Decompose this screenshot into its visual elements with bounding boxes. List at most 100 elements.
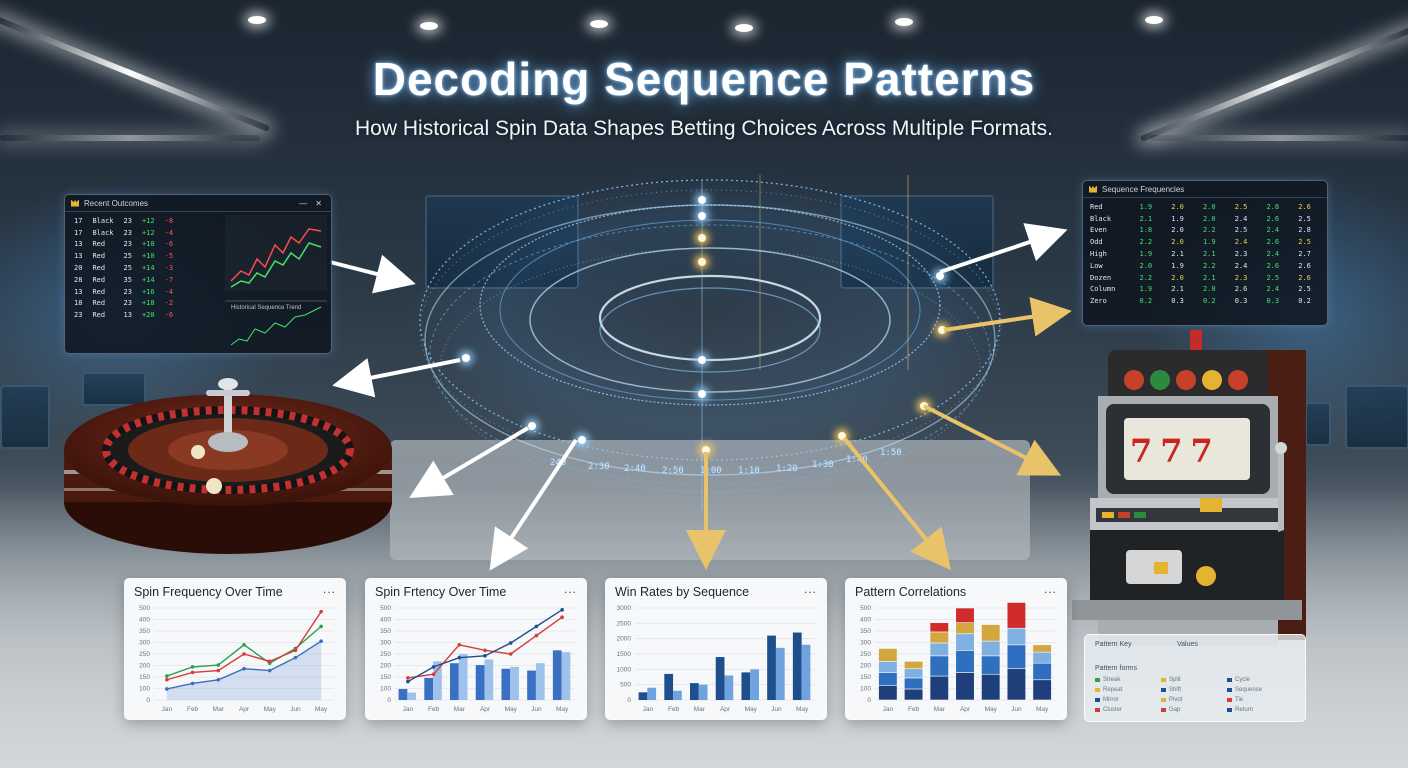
y-tick-label: 500 bbox=[860, 605, 871, 612]
table-cell: Dozen bbox=[1090, 273, 1112, 282]
ring-node bbox=[938, 326, 946, 334]
table-cell: 1.9 bbox=[1139, 202, 1153, 211]
ring-node bbox=[698, 390, 706, 398]
background-kiosk bbox=[1305, 402, 1331, 446]
y-tick-label: 500 bbox=[380, 605, 391, 612]
table-cell: -7 bbox=[164, 275, 174, 284]
chart-menu-icon[interactable]: ... bbox=[1043, 582, 1057, 596]
ring-number: 240 bbox=[550, 458, 567, 468]
x-tick-label: Jan bbox=[162, 706, 173, 713]
x-tick-label: Mar bbox=[454, 706, 466, 713]
legend-swatch bbox=[1095, 678, 1100, 682]
slot-reel-7: 7 bbox=[1160, 432, 1183, 470]
bar bbox=[792, 632, 802, 700]
background-kiosk bbox=[0, 385, 50, 449]
legend-head-left: Pattern Key bbox=[1095, 641, 1132, 648]
y-tick-label: 150 bbox=[139, 674, 150, 681]
table-cell: 2.5 bbox=[1298, 214, 1311, 223]
legend-item: Gap bbox=[1161, 707, 1180, 713]
bar bbox=[767, 635, 776, 700]
stacked-bar-segment bbox=[878, 661, 898, 673]
table-cell: 2.1 bbox=[1171, 285, 1184, 294]
stacked-bar-segment bbox=[1032, 644, 1052, 653]
chart-menu-icon[interactable]: ... bbox=[803, 582, 817, 596]
slot-reel-7: 7 bbox=[1190, 432, 1213, 470]
legend-label: Cluster bbox=[1103, 707, 1123, 713]
x-tick-label: Feb bbox=[428, 706, 440, 713]
ring-node bbox=[462, 354, 470, 362]
y-tick-label: 350 bbox=[139, 628, 150, 635]
chart-menu-icon[interactable]: ... bbox=[322, 582, 336, 596]
table-cell: 2.0 bbox=[1171, 273, 1184, 282]
legend-swatch bbox=[1095, 708, 1100, 712]
panel-header: Sequence Frequencies bbox=[1083, 181, 1327, 198]
table-cell: -6 bbox=[164, 240, 174, 249]
table-cell: Black bbox=[92, 216, 114, 225]
y-tick-label: 1500 bbox=[617, 651, 632, 658]
chart-menu-icon[interactable]: ... bbox=[563, 582, 577, 596]
y-tick-label: 350 bbox=[860, 628, 871, 635]
table-cell: 2.8 bbox=[1266, 202, 1280, 211]
table-cell: 2.0 bbox=[1202, 214, 1216, 223]
ceiling-light-left-2 bbox=[0, 135, 260, 141]
slot-reels: 7 7 7 bbox=[1130, 432, 1230, 470]
bar bbox=[801, 644, 811, 700]
table-cell: 0.2 bbox=[1298, 297, 1311, 306]
page-subtitle: How Historical Spin Data Shapes Betting … bbox=[355, 117, 1053, 140]
data-point bbox=[457, 643, 462, 647]
table-cell: 13 bbox=[74, 252, 83, 261]
table-cell: +10 bbox=[141, 240, 155, 249]
table-cell: +12 bbox=[141, 216, 155, 225]
stacked-bar-segment bbox=[1006, 668, 1026, 701]
table-cell: 2.0 bbox=[1202, 285, 1216, 294]
y-tick-label: 350 bbox=[380, 628, 391, 635]
legend-head-right: Values bbox=[1177, 641, 1198, 648]
data-point bbox=[267, 659, 272, 664]
stacked-bar-segment bbox=[981, 655, 1001, 675]
table-cell: 1.9 bbox=[1139, 250, 1153, 259]
y-tick-label: 300 bbox=[380, 640, 391, 647]
brand-logo-icon bbox=[71, 199, 79, 207]
table-cell: Red bbox=[92, 311, 106, 320]
chart-title: Win Rates by Sequence bbox=[615, 585, 750, 599]
spot-light bbox=[590, 20, 608, 28]
bar bbox=[673, 690, 682, 700]
x-tick-label: Jun bbox=[771, 706, 782, 713]
bar bbox=[552, 650, 562, 700]
table-cell: 2.2 bbox=[1202, 261, 1216, 270]
spot-light bbox=[1145, 16, 1163, 24]
y-tick-label: 400 bbox=[139, 617, 150, 624]
x-tick-label: May bbox=[1036, 706, 1049, 713]
data-point bbox=[319, 609, 323, 614]
stacked-bar-segment bbox=[955, 622, 975, 635]
stacked-bar-segment bbox=[1032, 651, 1052, 664]
table-cell: 23 bbox=[123, 216, 132, 225]
y-tick-label: 2000 bbox=[617, 636, 632, 643]
y-tick-label: 150 bbox=[860, 674, 871, 681]
ring-number: 1:10 bbox=[738, 466, 760, 476]
spot-light bbox=[895, 18, 913, 26]
brand-logo-icon bbox=[1089, 185, 1097, 193]
table-cell: -8 bbox=[164, 216, 174, 225]
arrow-white bbox=[489, 438, 578, 571]
table-cell: Column bbox=[1090, 285, 1116, 294]
data-point bbox=[267, 668, 272, 673]
x-tick-label: May bbox=[796, 706, 809, 713]
x-tick-label: Mar bbox=[694, 706, 706, 713]
y-tick-label: 400 bbox=[860, 617, 871, 624]
ring-node bbox=[698, 196, 706, 204]
bar bbox=[741, 672, 751, 700]
bar bbox=[715, 657, 725, 700]
legend-item: Pivot bbox=[1161, 697, 1182, 703]
legend-label: Pivot bbox=[1169, 697, 1183, 703]
x-tick-label: Feb bbox=[187, 706, 199, 713]
x-tick-label: Jan bbox=[643, 706, 654, 713]
panel-controls-icon[interactable]: — ✕ bbox=[299, 198, 325, 208]
